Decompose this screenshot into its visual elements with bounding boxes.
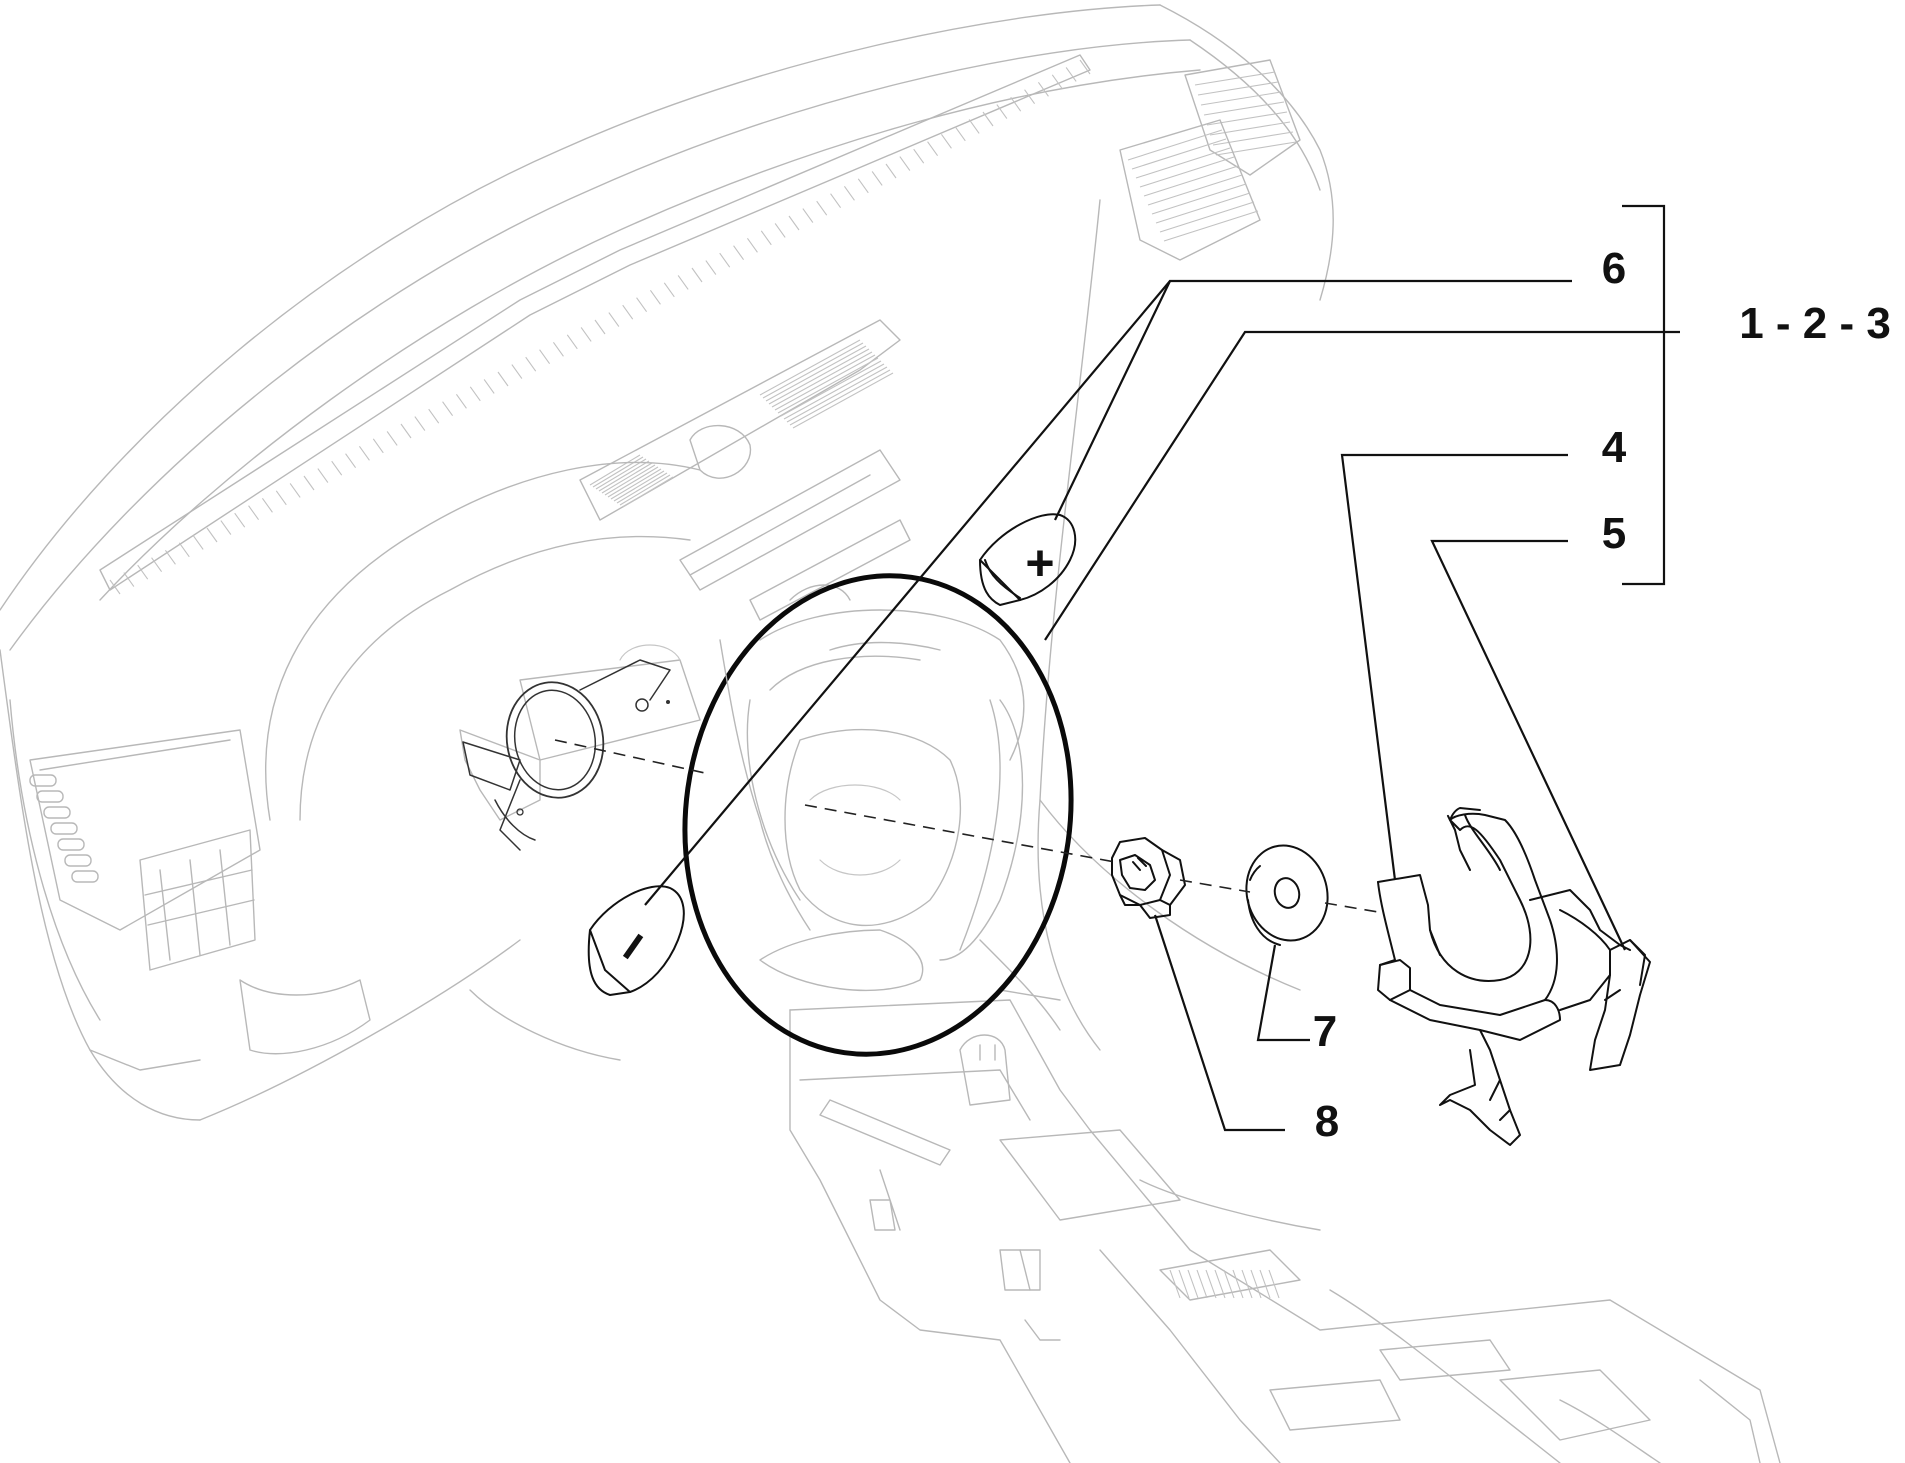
dashboard-background (0, 4, 1781, 1463)
callout-4: 4 (1602, 423, 1627, 472)
paddle-plus: + (979, 513, 1077, 606)
callout-1-2-3: 1 - 2 - 3 (1739, 299, 1891, 348)
callout-8: 8 (1315, 1097, 1339, 1146)
assembly-axis (554, 739, 1379, 913)
callout-5: 5 (1602, 509, 1626, 558)
plus-symbol: + (1025, 535, 1054, 591)
callout-7: 7 (1313, 1007, 1337, 1056)
washer-part-7 (1245, 844, 1329, 946)
minus-symbol: − (599, 916, 666, 976)
leader-lines (644, 204, 1680, 1132)
console-grille (1169, 1269, 1280, 1299)
defroster-grille (109, 59, 1091, 595)
paddle-minus: − (587, 885, 685, 996)
right-vent (1194, 71, 1297, 156)
column-shroud (462, 659, 671, 851)
left-vent-knobs (29, 774, 99, 883)
callout-6: 6 (1602, 244, 1626, 293)
nut-part-8 (1111, 837, 1186, 919)
center-vents (589, 339, 894, 508)
right-vent-lower (1127, 129, 1259, 242)
steering-wheel (682, 573, 1074, 1057)
clockspring-part-4-5 (1377, 807, 1651, 1146)
callout-labels: 6 1 - 2 - 3 4 5 7 8 (1313, 244, 1891, 1146)
